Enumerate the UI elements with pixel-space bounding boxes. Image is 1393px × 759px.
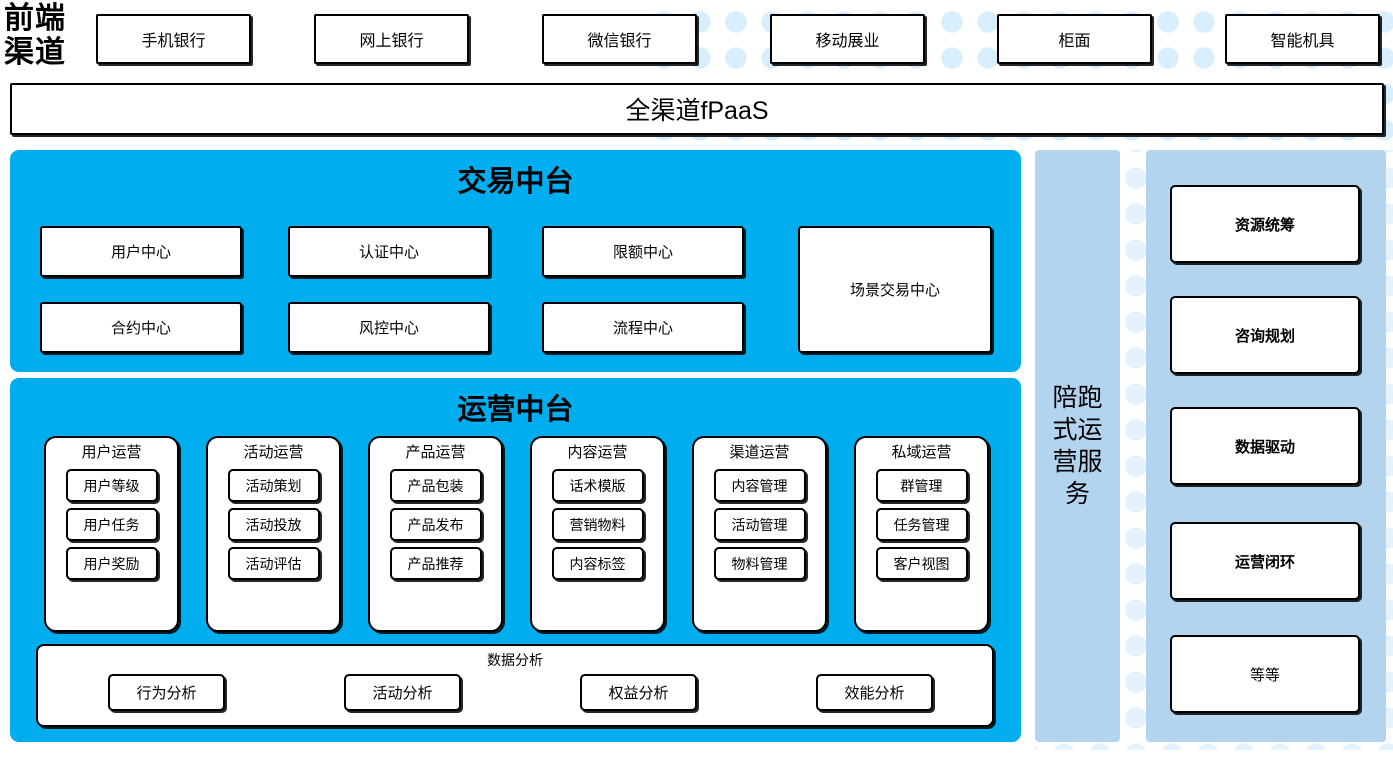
- right-cell-consulting-planning[interactable]: 咨询规划: [1170, 296, 1360, 374]
- channel-box-mobile-bank[interactable]: 手机银行: [96, 14, 251, 64]
- ops-column-title: 渠道运营: [729, 444, 790, 461]
- right-cell-data-driven[interactable]: 数据驱动: [1170, 407, 1360, 485]
- ops-column-content-operations[interactable]: 内容运营 话术模版 营销物料 内容标签: [530, 436, 665, 632]
- front-channel-label-line1: 前端: [4, 2, 66, 35]
- front-channel-label: 前端 渠道: [4, 2, 90, 74]
- ops-column-activity-operations[interactable]: 活动运营 活动策划 活动投放 活动评估: [206, 436, 341, 632]
- ops-column-user-operations[interactable]: 用户运营 用户等级 用户任务 用户奖励: [44, 436, 179, 632]
- trade-platform-title: 交易中台: [457, 166, 574, 198]
- data-analysis-group: 数据分析 行为分析 活动分析 权益分析 效能分析: [36, 644, 994, 727]
- ops-item[interactable]: 话术模版: [551, 469, 644, 502]
- trade-cell-process-center[interactable]: 流程中心: [542, 302, 744, 353]
- ops-item[interactable]: 用户等级: [65, 469, 158, 502]
- ops-column-title: 私域运营: [891, 444, 952, 461]
- trade-cell-limit-center[interactable]: 限额中心: [542, 226, 744, 277]
- ops-column-product-operations[interactable]: 产品运营 产品包装 产品发布 产品推荐: [368, 436, 503, 632]
- channel-box-wechat-bank[interactable]: 微信银行: [542, 14, 697, 64]
- ops-column-title: 内容运营: [567, 444, 628, 461]
- data-analysis-item-activity[interactable]: 活动分析: [344, 674, 461, 711]
- data-analysis-item-behavior[interactable]: 行为分析: [108, 674, 225, 711]
- channel-box-mobile-biz[interactable]: 移动展业: [770, 14, 925, 64]
- right-cell-resource-coordination[interactable]: 资源统筹: [1170, 185, 1360, 263]
- channel-box-smart-machine[interactable]: 智能机具: [1225, 14, 1380, 64]
- ops-column-private-domain-operations[interactable]: 私域运营 群管理 任务管理 客户视图: [854, 436, 989, 632]
- ops-column-title: 用户运营: [81, 444, 142, 461]
- ops-column-title: 活动运营: [243, 444, 304, 461]
- right-cell-etc[interactable]: 等等: [1170, 635, 1360, 713]
- ops-item[interactable]: 活动策划: [227, 469, 320, 502]
- trade-cell-auth-center[interactable]: 认证中心: [288, 226, 490, 277]
- ops-column-channel-operations[interactable]: 渠道运营 内容管理 活动管理 物料管理: [692, 436, 827, 632]
- trade-cell-risk-center[interactable]: 风控中心: [288, 302, 490, 353]
- ops-item[interactable]: 活动管理: [713, 508, 806, 541]
- data-analysis-item-efficiency[interactable]: 效能分析: [816, 674, 933, 711]
- ops-column-title: 产品运营: [405, 444, 466, 461]
- ops-item[interactable]: 营销物料: [551, 508, 644, 541]
- ops-item[interactable]: 产品包装: [389, 469, 482, 502]
- trade-cell-user-center[interactable]: 用户中心: [40, 226, 242, 277]
- ops-item[interactable]: 产品推荐: [389, 547, 482, 580]
- trade-cell-scene-transaction-center[interactable]: 场景交易中心: [798, 226, 992, 353]
- ops-item[interactable]: 群管理: [875, 469, 968, 502]
- ops-item[interactable]: 用户奖励: [65, 547, 158, 580]
- accompanying-service-label: 陪跑式运营服务: [1052, 384, 1103, 508]
- ops-platform-title: 运营中台: [457, 394, 574, 426]
- channel-box-counter[interactable]: 柜面: [997, 14, 1152, 64]
- channel-box-online-bank[interactable]: 网上银行: [314, 14, 469, 64]
- ops-item[interactable]: 活动评估: [227, 547, 320, 580]
- right-cell-operation-closed-loop[interactable]: 运营闭环: [1170, 522, 1360, 600]
- ops-item[interactable]: 活动投放: [227, 508, 320, 541]
- ops-item[interactable]: 内容管理: [713, 469, 806, 502]
- ops-item[interactable]: 物料管理: [713, 547, 806, 580]
- ops-item[interactable]: 产品发布: [389, 508, 482, 541]
- ops-item[interactable]: 内容标签: [551, 547, 644, 580]
- ops-item[interactable]: 客户视图: [875, 547, 968, 580]
- trade-cell-contract-center[interactable]: 合约中心: [40, 302, 242, 353]
- fpaas-bar[interactable]: 全渠道fPaaS: [10, 83, 1384, 135]
- ops-item[interactable]: 用户任务: [65, 508, 158, 541]
- data-analysis-title: 数据分析: [487, 652, 543, 668]
- front-channel-label-line2: 渠道: [4, 36, 66, 69]
- data-analysis-item-benefits[interactable]: 权益分析: [580, 674, 697, 711]
- ops-item[interactable]: 任务管理: [875, 508, 968, 541]
